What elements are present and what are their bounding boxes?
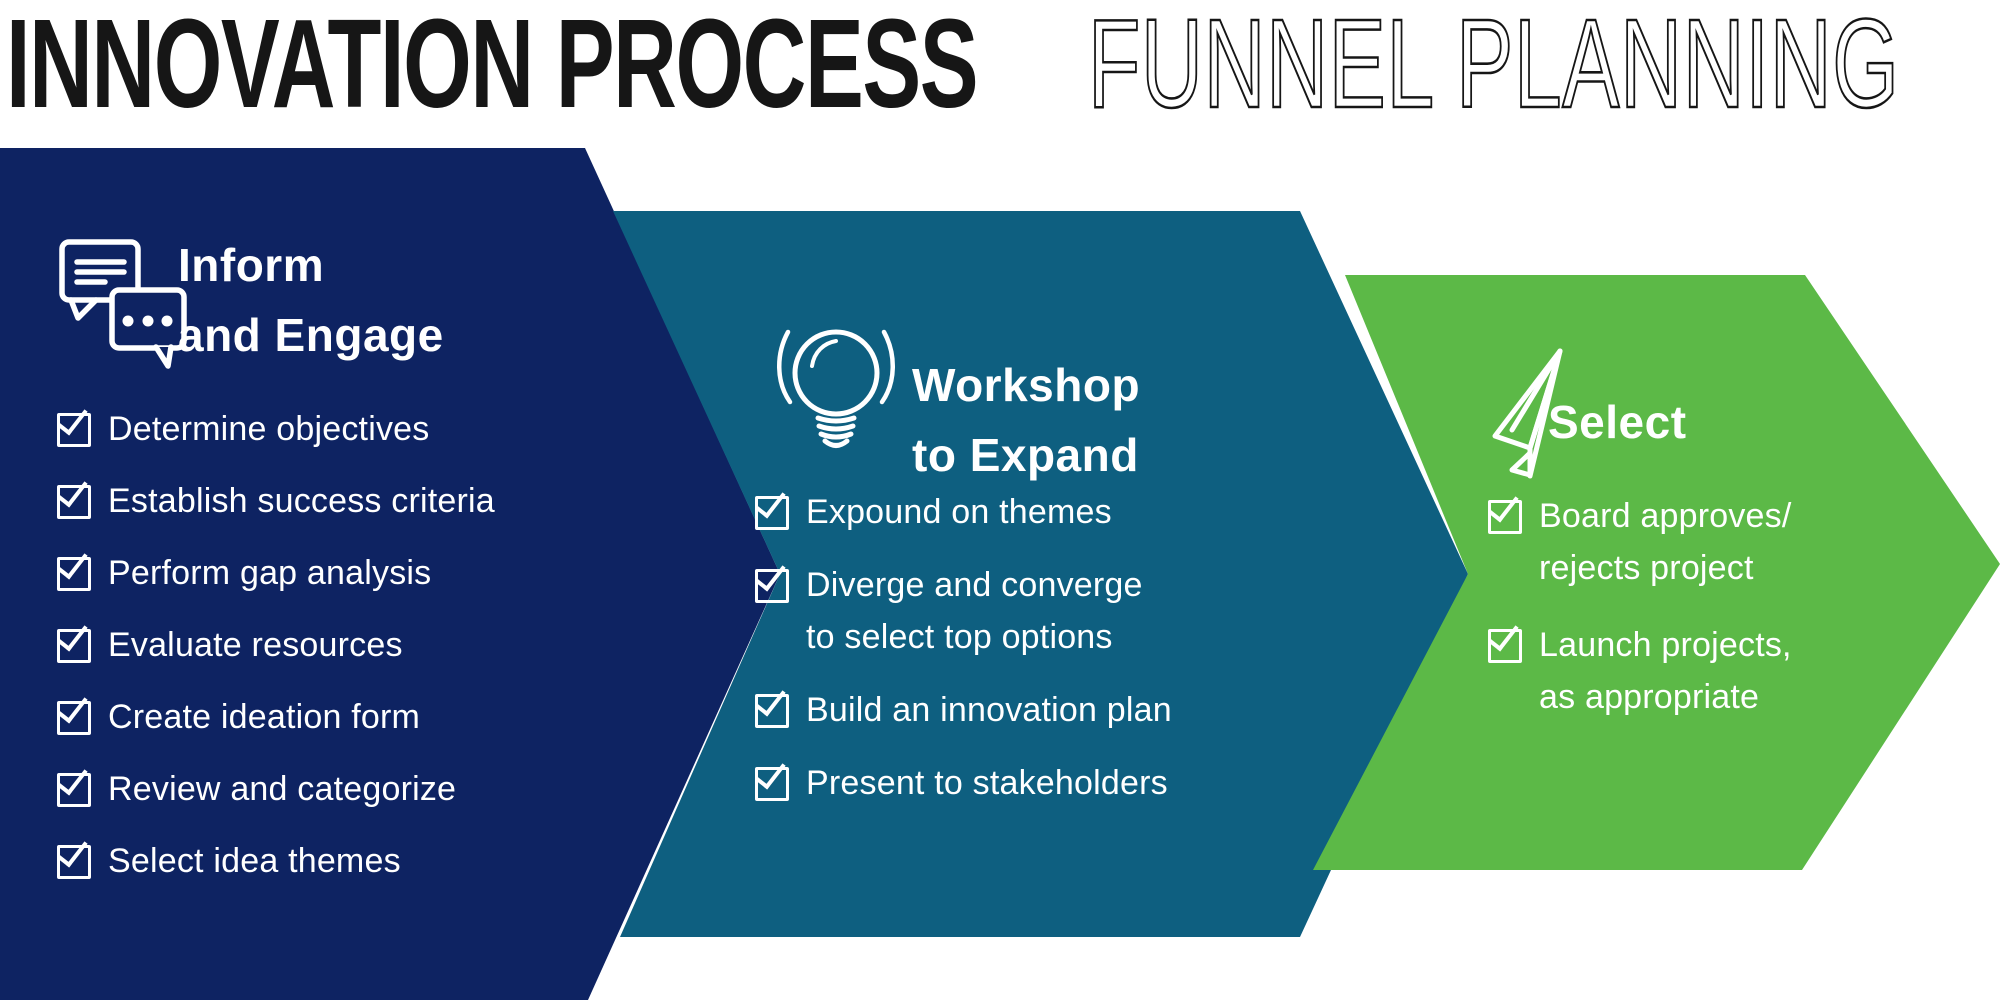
checklist-item-label: rejects project bbox=[1539, 549, 1754, 587]
stage-title-line: Workshop bbox=[912, 359, 1141, 411]
checkbox-checked-icon bbox=[57, 773, 91, 807]
checkbox-checked-icon bbox=[1488, 500, 1522, 534]
checklist-item-label: Board approves/ bbox=[1539, 497, 1792, 535]
checklist-item: Launch projects, as appropriate bbox=[1488, 619, 1792, 723]
checklist-item: Build an innovation plan bbox=[755, 684, 1172, 736]
paper-plane-icon bbox=[1492, 348, 1563, 479]
checklist-item-label: Evaluate resources bbox=[108, 626, 403, 664]
checkbox-checked-icon bbox=[57, 701, 91, 735]
page-title-bold: INNOVATION PROCESS bbox=[6, 0, 979, 134]
lightbulb-icon bbox=[777, 329, 895, 448]
checklist-item-label: Review and categorize bbox=[108, 770, 457, 808]
checklist-item-label: to select top options bbox=[806, 618, 1113, 656]
chat-bubbles-icon bbox=[59, 239, 187, 369]
checkbox-checked-icon bbox=[755, 694, 789, 728]
checklist-item: Perform gap analysis bbox=[57, 547, 495, 599]
checklist-item: Determine objectives bbox=[57, 403, 495, 455]
checklist-item: Review and categorize bbox=[57, 763, 495, 815]
checklist-item: Board approves/ rejects project bbox=[1488, 490, 1792, 594]
stage-title-line: and Engage bbox=[178, 309, 444, 361]
stage-title-workshop-to-expand: Workshop to Expand bbox=[912, 350, 1140, 490]
checklist-select: Board approves/ rejects project Launch p… bbox=[1488, 490, 1792, 723]
checkbox-checked-icon bbox=[755, 767, 789, 801]
checklist-item-label: Build an innovation plan bbox=[806, 691, 1172, 729]
page-title-light: FUNNEL PLANNING bbox=[1087, 0, 1900, 135]
stage-arrow-inform-and-engage bbox=[0, 148, 780, 1000]
checklist-item-label: Establish success criteria bbox=[108, 482, 495, 520]
checklist-item-label: Expound on themes bbox=[806, 493, 1112, 531]
stage-arrow-select bbox=[1313, 275, 2000, 870]
checklist-item-label: Select idea themes bbox=[108, 842, 401, 880]
checkbox-checked-icon bbox=[57, 485, 91, 519]
checklist-item-label: Present to stakeholders bbox=[806, 764, 1168, 802]
checkbox-checked-icon bbox=[755, 496, 789, 530]
checklist-item-label: Launch projects, bbox=[1539, 626, 1792, 664]
stage-title-line: Inform bbox=[178, 239, 325, 291]
checkbox-checked-icon bbox=[57, 629, 91, 663]
checklist-item: Select idea themes bbox=[57, 835, 495, 887]
checklist-item: Diverge and converge to select top optio… bbox=[755, 559, 1172, 663]
checklist-item: Evaluate resources bbox=[57, 619, 495, 671]
checklist-item-label: Create ideation form bbox=[108, 698, 421, 736]
checklist-item-label: as appropriate bbox=[1539, 678, 1760, 716]
checkbox-checked-icon bbox=[755, 569, 789, 603]
stage-title-inform-and-engage: Inform and Engage bbox=[178, 230, 444, 370]
checklist-workshop-to-expand: Expound on themes Diverge and converge t… bbox=[755, 486, 1172, 809]
checklist-item-label: Perform gap analysis bbox=[108, 554, 432, 592]
checkbox-checked-icon bbox=[57, 557, 91, 591]
stage-title-line: to Expand bbox=[912, 429, 1139, 481]
checkbox-checked-icon bbox=[57, 413, 91, 447]
checkbox-checked-icon bbox=[1488, 629, 1522, 663]
checklist-item-label: Diverge and converge bbox=[806, 566, 1143, 604]
stage-arrow-workshop-to-expand bbox=[613, 211, 1468, 937]
checklist-item: Create ideation form bbox=[57, 691, 495, 743]
checklist-inform-and-engage: Determine objectives Establish success c… bbox=[57, 403, 495, 887]
stage-title-select: Select bbox=[1548, 390, 1687, 454]
checklist-item: Present to stakeholders bbox=[755, 757, 1172, 809]
checklist-item-label: Determine objectives bbox=[108, 410, 430, 448]
checklist-item: Expound on themes bbox=[755, 486, 1172, 538]
checkbox-checked-icon bbox=[57, 845, 91, 879]
checklist-item: Establish success criteria bbox=[57, 475, 495, 527]
stage-title-line: Select bbox=[1548, 396, 1687, 448]
